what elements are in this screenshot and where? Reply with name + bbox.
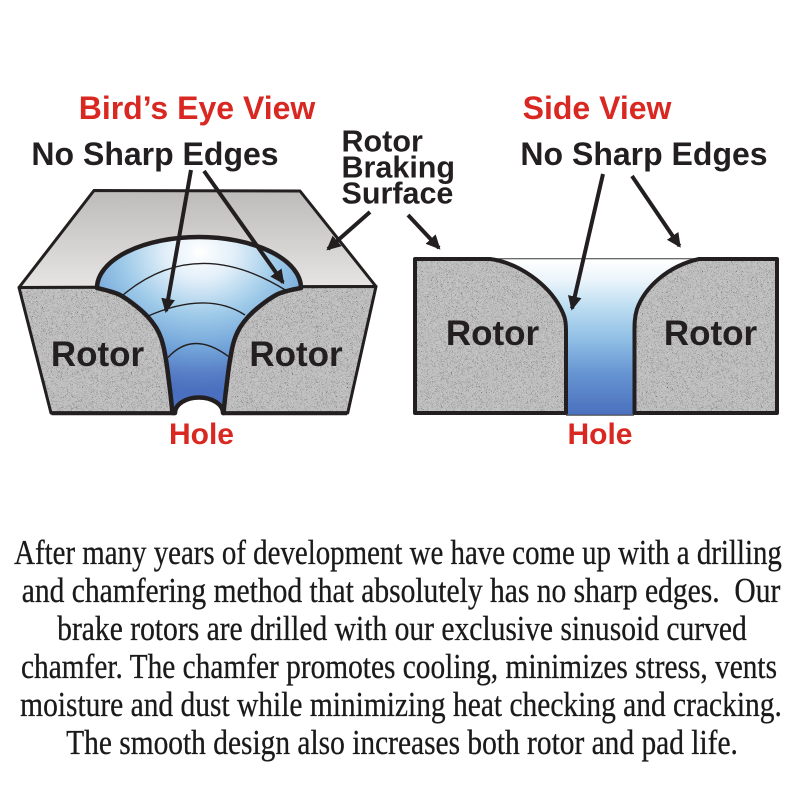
- svg-text:After many years of developmen: After many years of development we have …: [14, 532, 782, 571]
- svg-text:chamfer. The chamfer promotes: chamfer. The chamfer promotes cooling, m…: [21, 647, 777, 686]
- svg-text:Bird’s Eye View: Bird’s Eye View: [79, 90, 316, 126]
- svg-text:Rotor: Rotor: [664, 314, 758, 353]
- svg-text:No Sharp Edges: No Sharp Edges: [31, 136, 278, 172]
- svg-text:Rotor: Rotor: [51, 335, 145, 374]
- svg-text:Hole: Hole: [567, 418, 632, 451]
- svg-text:Rotor: Rotor: [249, 335, 343, 374]
- svg-text:Surface: Surface: [342, 177, 454, 211]
- svg-text:Side View: Side View: [523, 90, 672, 126]
- svg-text:The smooth design also increas: The smooth design also increases both ro…: [66, 723, 738, 762]
- svg-text:Rotor: Rotor: [342, 125, 423, 159]
- svg-text:Rotor: Rotor: [446, 314, 540, 353]
- svg-text:and chamfering method that abs: and chamfering method that absolutely ha…: [22, 572, 781, 611]
- svg-text:No Sharp Edges: No Sharp Edges: [520, 136, 767, 172]
- svg-text:moisture and dust while minimi: moisture and dust while minimizing heat …: [20, 685, 782, 724]
- svg-text:Braking: Braking: [342, 151, 456, 185]
- svg-text:Hole: Hole: [169, 418, 234, 451]
- svg-text:brake rotors are drilled with: brake rotors are drilled with our exclus…: [57, 610, 747, 649]
